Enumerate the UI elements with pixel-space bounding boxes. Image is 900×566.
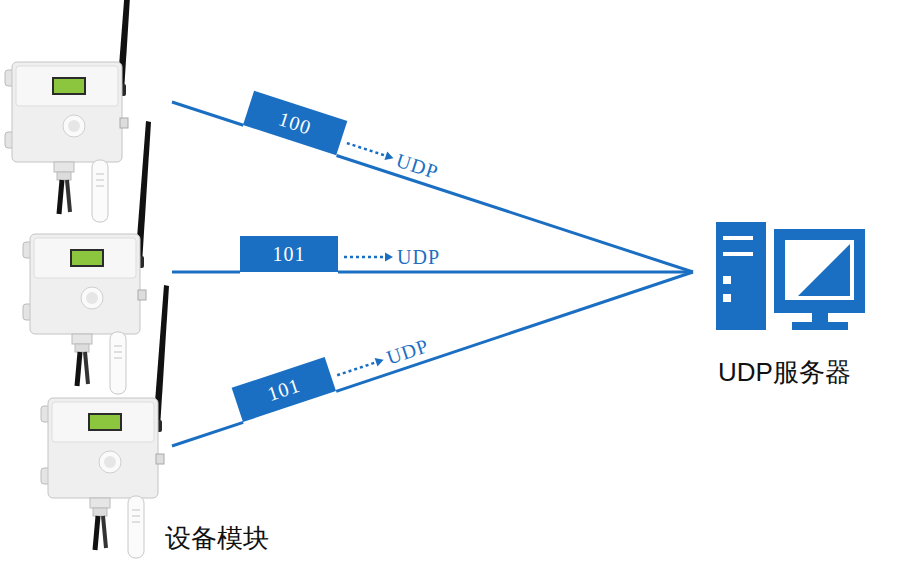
- send-arrow: [336, 356, 385, 380]
- protocol-label: UDP: [397, 245, 440, 269]
- dotted-arrow: [337, 362, 377, 375]
- monitor-glyph: [798, 244, 850, 296]
- link-line: [172, 271, 240, 274]
- device-module: [5, 0, 133, 222]
- udp-packet: 100: [243, 91, 347, 156]
- server-tower: [716, 222, 766, 330]
- packet-number: 101: [273, 242, 306, 266]
- caption-label: 设备模块: [165, 522, 269, 554]
- arrow-head: [385, 253, 393, 262]
- link-line: [172, 422, 243, 446]
- tower-button: [723, 276, 731, 284]
- connector-line: [336, 272, 693, 391]
- connector-line: [338, 271, 693, 274]
- udp-server: UDP服务器: [693, 218, 873, 388]
- send-arrow: [345, 139, 394, 163]
- arrow-head: [375, 356, 385, 367]
- protocol-label: UDP: [384, 334, 432, 370]
- link-line: [172, 102, 243, 446]
- server-label: UDP服务器: [718, 356, 873, 388]
- tower-slot: [723, 252, 753, 256]
- dotted-arrow: [344, 256, 386, 259]
- tower-slot: [723, 236, 753, 240]
- send-arrow: [344, 253, 393, 262]
- protocol-label: UDP: [394, 148, 442, 184]
- packet-number: 100: [276, 107, 315, 140]
- monitor-neck: [812, 313, 828, 323]
- monitor-base: [792, 322, 848, 330]
- udp-packet: 101: [232, 357, 336, 422]
- arrow-head: [384, 151, 394, 162]
- monitor-screen: [785, 240, 854, 300]
- server-icon: [716, 222, 865, 330]
- dotted-arrow: [347, 143, 387, 156]
- udp-packet: 101: [240, 236, 338, 272]
- monitor-frame: [774, 229, 865, 313]
- device-module: [41, 285, 169, 558]
- link-line: [172, 102, 243, 125]
- connector-line: [337, 155, 693, 272]
- packet-number: 101: [265, 373, 304, 406]
- device-module: [23, 121, 151, 394]
- tower-button: [723, 294, 731, 302]
